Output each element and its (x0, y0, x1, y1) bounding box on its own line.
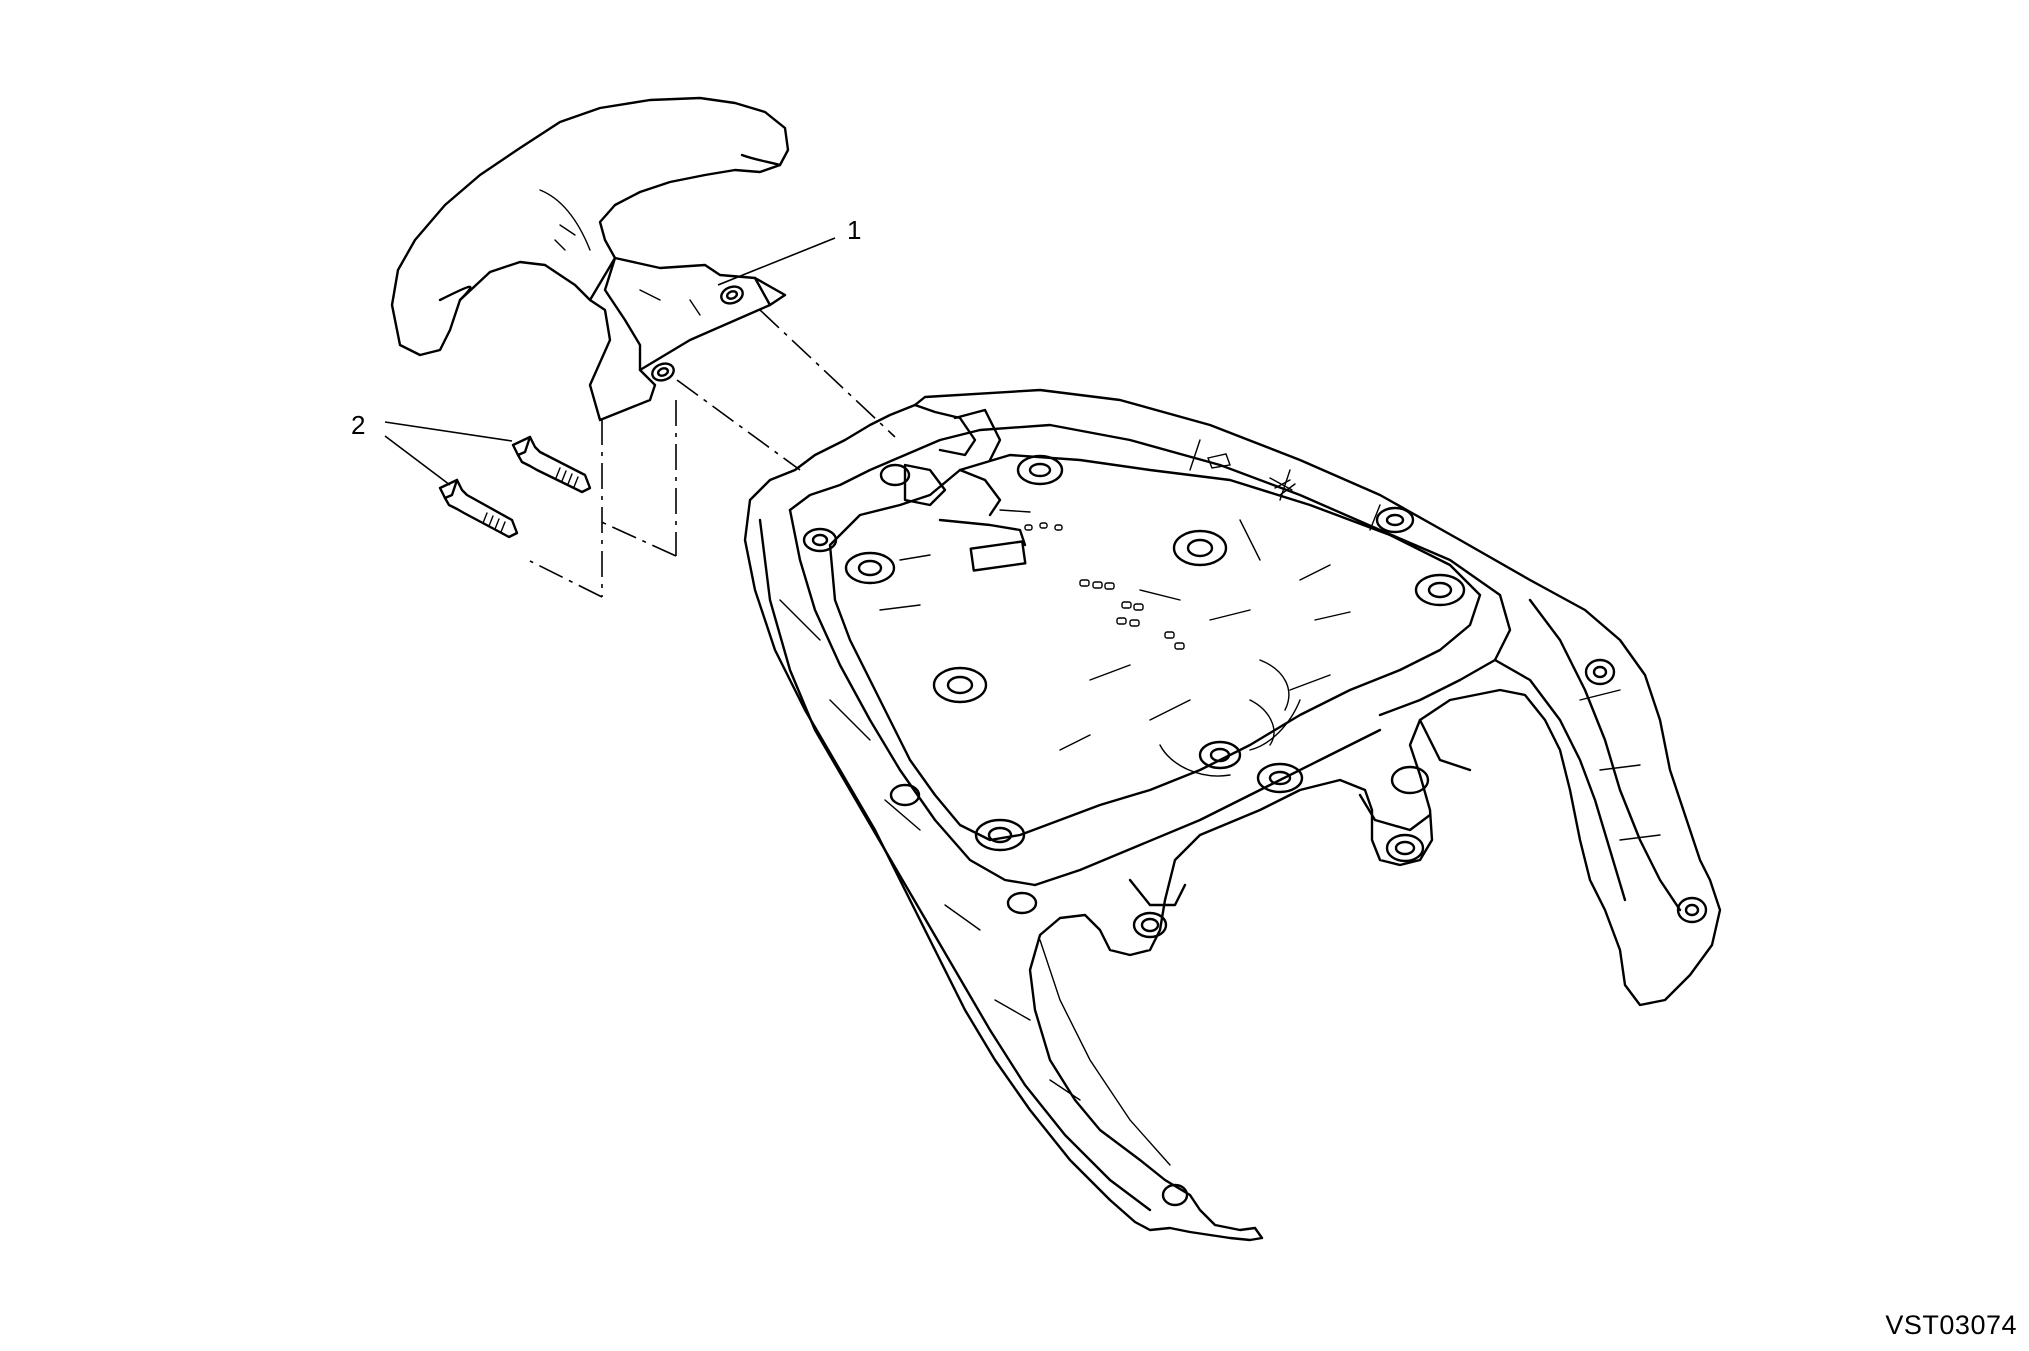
deck-slots (1024, 522, 1185, 650)
callout-number-screws: 2 (351, 410, 365, 440)
assembly-centerlines (529, 309, 896, 598)
deck-mounting-hole (802, 454, 1708, 1207)
callout-leaders (384, 237, 836, 486)
rear-rack-frame (743, 388, 1722, 1242)
grab-handle (390, 96, 790, 422)
callout-number-handle: 1 (847, 215, 861, 245)
screw (511, 435, 592, 494)
screw (438, 478, 519, 539)
drawing-code: VST03074 (1885, 1310, 2017, 1340)
